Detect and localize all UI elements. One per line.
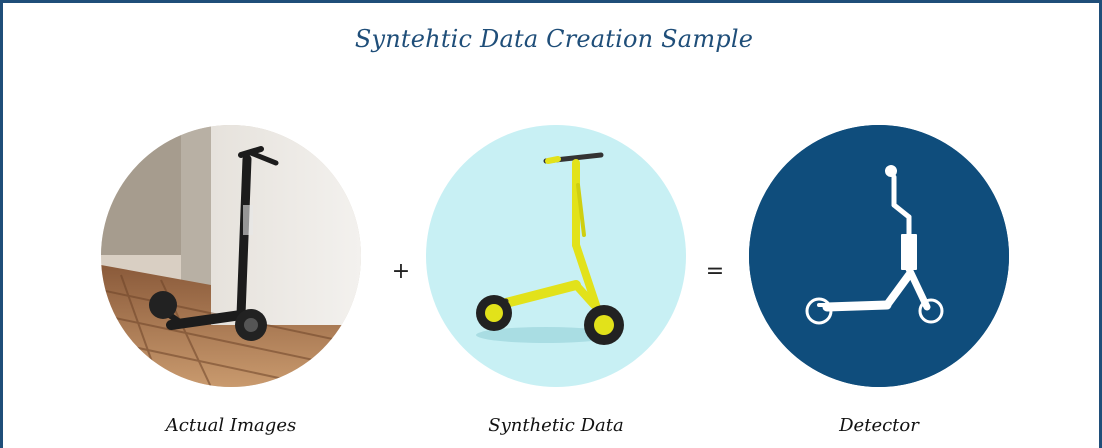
- detector-circle: [749, 125, 1009, 387]
- detector-caption: Detector: [839, 415, 919, 436]
- scooter-outline-icon: [749, 125, 1009, 387]
- yellow-scooter-icon: [426, 125, 686, 387]
- equals-operator: =: [705, 259, 725, 284]
- actual-image-circle: [101, 125, 361, 387]
- synthetic-data-circle: [426, 125, 686, 387]
- diagram-title: Syntehtic Data Creation Sample: [354, 25, 754, 53]
- plus-operator: +: [391, 259, 411, 284]
- synthetic-data-caption: Synthetic Data: [488, 415, 624, 436]
- photo-scooter-icon: [101, 125, 361, 387]
- actual-images-caption: Actual Images: [165, 415, 297, 436]
